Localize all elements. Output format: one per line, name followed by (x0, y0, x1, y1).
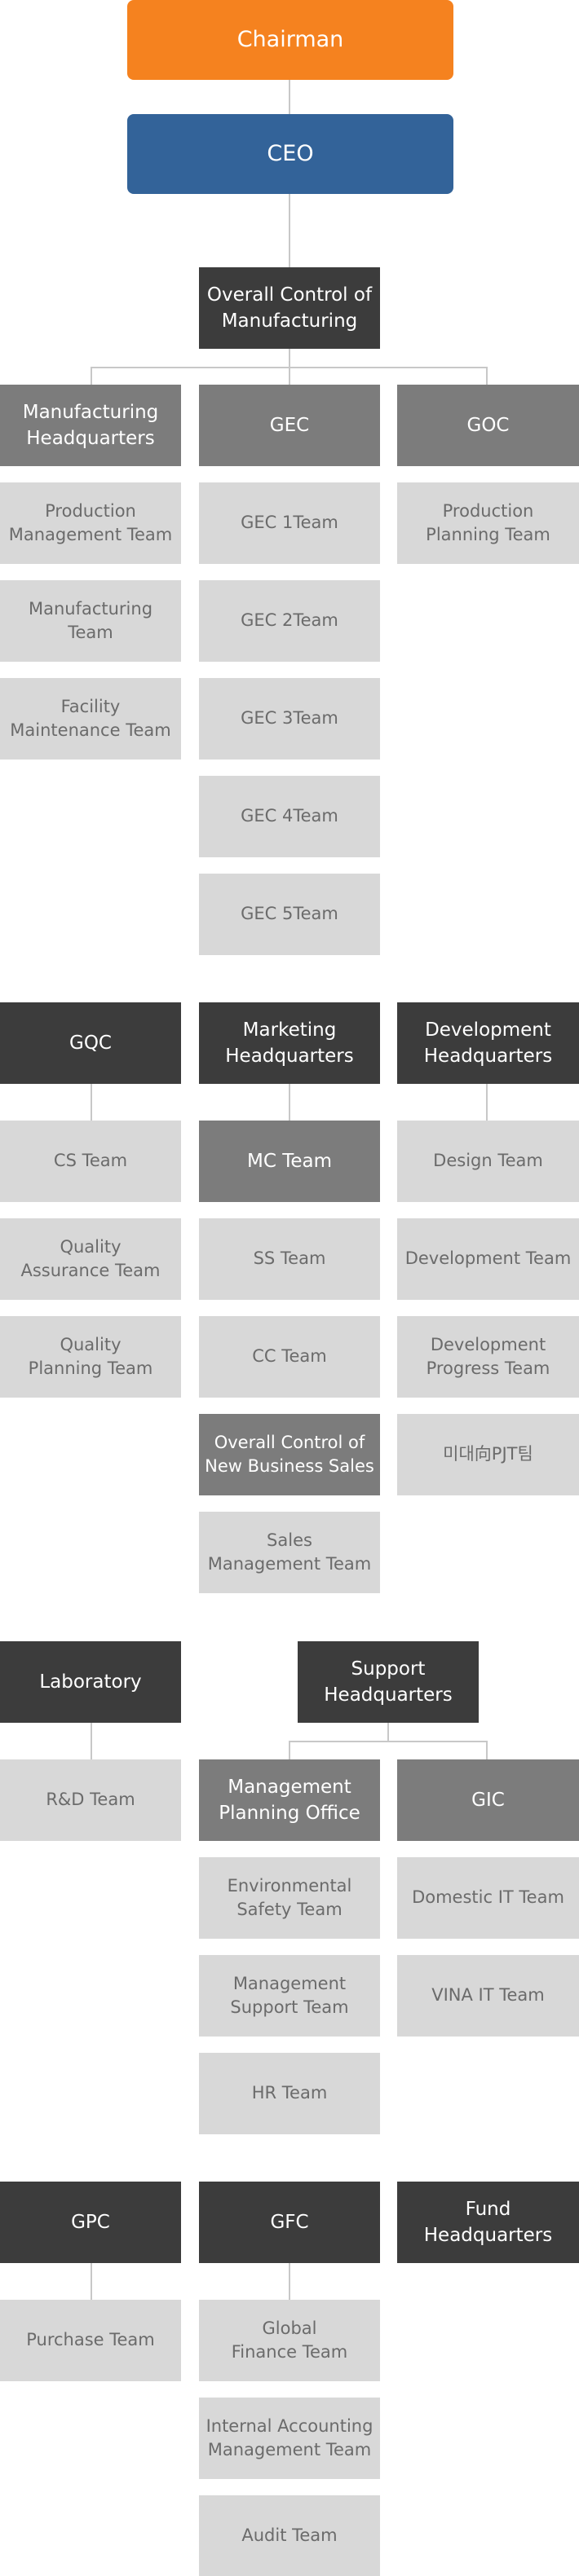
connector-line (486, 367, 488, 385)
team-box: MC Team (199, 1121, 380, 1202)
connector-line (289, 1741, 488, 1742)
marketing-hq-box: Marketing Headquarters (199, 1002, 380, 1084)
team-box: Global Finance Team (199, 2300, 380, 2381)
goc-box: GOC (397, 385, 579, 466)
team-box: Domestic IT Team (397, 1857, 579, 1939)
team-box: GEC 3Team (199, 678, 380, 760)
gqc-box: GQC (0, 1002, 181, 1084)
development-hq-box: Development Headquarters (397, 1002, 579, 1084)
team-box: Design Team (397, 1121, 579, 1202)
team-box: CS Team (0, 1121, 181, 1202)
connector-line (486, 1084, 488, 1121)
gfc-box: GFC (199, 2182, 380, 2263)
team-box: GEC 1Team (199, 482, 380, 564)
team-box: R&D Team (0, 1759, 181, 1841)
connector-line (91, 2263, 92, 2300)
connector-line (289, 2263, 290, 2300)
gic-box: GIC (397, 1759, 579, 1841)
chairman-box: Chairman (127, 0, 453, 80)
connector-line (91, 367, 92, 385)
team-box: GEC 2Team (199, 580, 380, 662)
team-box: HR Team (199, 2053, 380, 2134)
team-box: GEC 5Team (199, 874, 380, 955)
team-box: Management Support Team (199, 1955, 380, 2037)
connector-line (289, 194, 290, 267)
connector-line (289, 1741, 290, 1759)
overall-manufacturing-box: Overall Control of Manufacturing (199, 267, 380, 349)
connector-line (289, 1084, 290, 1121)
gec-box: GEC (199, 385, 380, 466)
connector-line (289, 80, 290, 114)
team-box: Sales Management Team (199, 1512, 380, 1593)
connector-line (486, 1741, 488, 1759)
team-box: SS Team (199, 1218, 380, 1300)
team-box: Quality Planning Team (0, 1316, 181, 1398)
management-planning-office-box: Management Planning Office (199, 1759, 380, 1841)
connector-line (387, 1723, 389, 1741)
team-box: CC Team (199, 1316, 380, 1398)
connector-line (289, 367, 290, 385)
support-hq-box: Support Headquarters (298, 1641, 479, 1723)
team-box: Manufacturing Team (0, 580, 181, 662)
team-box: Environmental Safety Team (199, 1857, 380, 1939)
team-box: Production Management Team (0, 482, 181, 564)
team-box: VINA IT Team (397, 1955, 579, 2037)
team-box: Development Progress Team (397, 1316, 579, 1398)
connector-line (91, 1723, 92, 1759)
ceo-box: CEO (127, 114, 453, 194)
team-box: Quality Assurance Team (0, 1218, 181, 1300)
team-box: 미대向PJT팀 (397, 1414, 579, 1495)
team-box: Purchase Team (0, 2300, 181, 2381)
team-box: GEC 4Team (199, 776, 380, 857)
team-box: Overall Control of New Business Sales (199, 1414, 380, 1495)
connector-line (91, 1084, 92, 1121)
team-box: Facility Maintenance Team (0, 678, 181, 760)
manufacturing-hq-box: Manufacturing Headquarters (0, 385, 181, 466)
team-box: Internal Accounting Management Team (199, 2398, 380, 2479)
team-box: Audit Team (199, 2495, 380, 2576)
gpc-box: GPC (0, 2182, 181, 2263)
connector-line (289, 349, 290, 367)
team-box: Production Planning Team (397, 482, 579, 564)
laboratory-box: Laboratory (0, 1641, 181, 1723)
fund-hq-box: Fund Headquarters (397, 2182, 579, 2263)
team-box: Development Team (397, 1218, 579, 1300)
